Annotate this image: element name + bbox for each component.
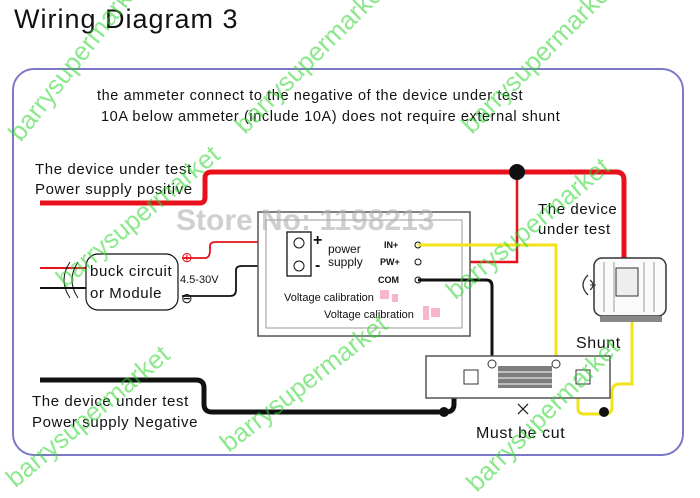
minus-circle-icon: ⊖ [181, 290, 193, 306]
com-black-wire [418, 278, 494, 360]
voltage-calibration-label-2: Voltage calibration [324, 309, 414, 321]
negative-label-line-1: The device under test [32, 393, 189, 410]
positive-label-line-1: The device under test [35, 161, 192, 178]
terminal-in-label: IN+ [384, 240, 399, 250]
buck-positive-wire [182, 241, 300, 259]
negative-label-line-2: Power supply Negative [32, 414, 199, 431]
calibration-pad-2 [423, 306, 429, 320]
wiring-diagram [40, 164, 667, 417]
terminal-pw-label: PW+ [380, 257, 400, 267]
negative-junction-dot [439, 407, 449, 417]
terminal-com-label: COM [378, 275, 399, 285]
voltage-range-label: 4.5-30V [180, 274, 219, 286]
must-be-cut-label: Must be cut [476, 425, 566, 442]
buck-label-line-1: buck circuit [90, 263, 173, 280]
buck-negative-wire [182, 265, 300, 297]
power-minus-sign: - [315, 257, 321, 274]
voltage-calibration-label-1: Voltage calibration [284, 292, 374, 304]
diagram-frame [12, 68, 684, 456]
motor-device [582, 257, 667, 322]
buck-module-box [85, 253, 179, 311]
device-label-line-2: under test [538, 221, 611, 238]
plus-circle-icon: ⊕ [181, 249, 193, 265]
power-supply-label-2: supply [328, 255, 363, 269]
device-label-line-1: The device [538, 201, 618, 218]
calibration-pad-1 [380, 290, 389, 299]
note-line-2: 10A below ammeter (include 10A) does not… [101, 109, 561, 125]
positive-supply-wire [40, 169, 627, 292]
power-plus-sign: + [313, 232, 323, 249]
shunt-label: Shunt [576, 335, 621, 352]
power-terminal-block [286, 231, 312, 277]
cut-mark [517, 403, 529, 415]
note-line-1: the ammeter connect to the negative of t… [97, 88, 524, 104]
watermark-store: Store No: 1198213 [176, 204, 435, 237]
buck-label-line-2: or Module [90, 285, 163, 302]
junction-dot [509, 164, 525, 180]
in-plus-yellow-wire [418, 243, 558, 358]
power-supply-label-1: power [328, 242, 361, 256]
diagram-title: Wiring Diagram 3 [14, 4, 239, 34]
positive-label-line-2: Power supply positive [35, 181, 193, 198]
